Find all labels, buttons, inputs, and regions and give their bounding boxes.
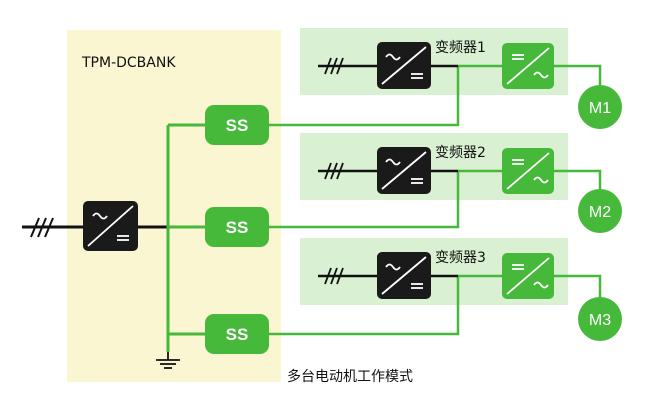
three-phase-hatch-icon — [324, 162, 344, 180]
motor-label-3: M3 — [589, 312, 611, 329]
inverter-label-2: 变频器2 — [435, 145, 486, 161]
ss-label-2: SS — [226, 218, 249, 237]
three-phase-hatch-icon — [30, 217, 54, 238]
solid-state-switch-3: SS — [205, 314, 269, 354]
inverter-label-1: 变频器1 — [435, 40, 486, 56]
main-converter-icon — [83, 201, 138, 251]
dc-bus — [166, 123, 205, 352]
rectifier-icon — [377, 147, 431, 194]
three-phase-hatch-icon — [324, 267, 344, 285]
inverter-2: 变频器2 M2 — [318, 145, 622, 233]
inverter-converter-icon — [502, 43, 554, 89]
rectifier-icon — [377, 252, 431, 299]
ss-label-1: SS — [226, 116, 249, 135]
dcbank-label: TPM-DCBANK — [81, 55, 176, 71]
ss-label-3: SS — [226, 325, 249, 344]
motor-label-2: M2 — [589, 204, 611, 221]
inverter-3: 变频器3 M3 — [318, 250, 622, 341]
inverter-1: 变频器1 M1 — [318, 40, 622, 129]
solid-state-switch-1: SS — [205, 105, 269, 145]
dc-links — [269, 66, 460, 336]
ground-icon — [156, 352, 180, 369]
inverter-label-3: 变频器3 — [435, 250, 486, 266]
motor-label-1: M1 — [589, 100, 611, 117]
motor-3: M3 — [578, 297, 622, 341]
diagram-caption: 多台电动机工作模式 — [287, 368, 413, 385]
solid-state-switch-2: SS — [205, 207, 269, 247]
motor-1: M1 — [578, 85, 622, 129]
inverter-converter-icon — [502, 148, 554, 194]
rectifier-icon — [377, 42, 431, 89]
motor-2: M2 — [578, 189, 622, 233]
three-phase-hatch-icon — [324, 57, 344, 75]
inverter-converter-icon — [502, 253, 554, 299]
